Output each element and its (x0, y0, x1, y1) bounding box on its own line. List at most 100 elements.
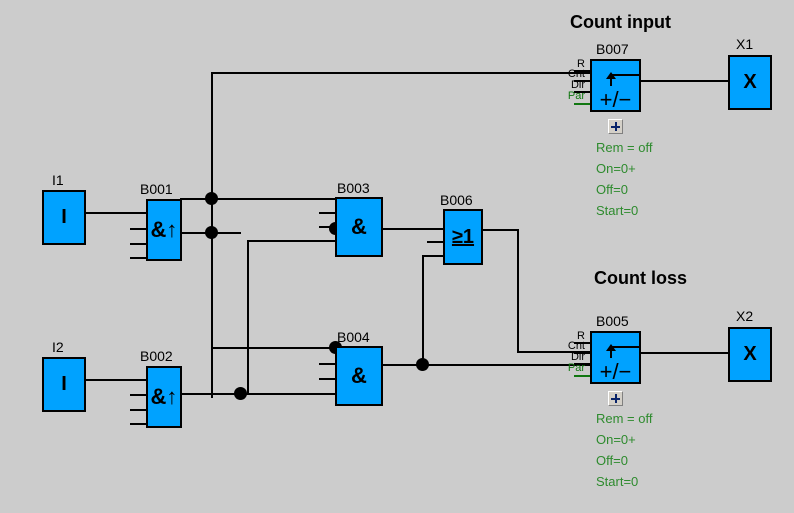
counter-step-line-icon-b007 (610, 74, 640, 76)
wire-b004-out-up-to-b006 (422, 255, 424, 365)
wire-b006-out-h1 (483, 229, 519, 231)
counter-label-b005: B005 (596, 313, 629, 329)
pin-b003-in3 (319, 226, 335, 228)
plus-icon-b005-v (615, 394, 617, 403)
counter-up-arrow-icon-b007 (606, 72, 616, 79)
counter-step-line-icon-b005 (610, 346, 640, 348)
gate-block-b002[interactable]: &↑ (146, 366, 182, 428)
param-b007-start: Start=0 (596, 203, 639, 218)
input-block-i1[interactable]: I (42, 190, 86, 245)
output-block-x2[interactable]: X (728, 327, 772, 382)
counter-glyph-group-b007: +/− (592, 61, 640, 112)
gate-label-b002: B002 (140, 348, 173, 364)
counter-label-b007: B007 (596, 41, 629, 57)
pin-b002-in2 (130, 394, 146, 396)
wire-b007-to-x1 (641, 80, 728, 82)
pin-b007-cnt (574, 80, 590, 82)
pin-label-b005-cnt: Cnt (567, 340, 585, 352)
pin-label-b005-par: Par (567, 362, 585, 374)
gate-block-b006[interactable]: ≥1 (443, 209, 483, 265)
pin-b006-in2 (427, 228, 443, 230)
counter-up-arrow-icon-b005 (606, 344, 616, 351)
pin-label-b005-r: R (577, 330, 585, 342)
section-title-count-input: Count input (570, 12, 671, 32)
pin-b005-r (574, 342, 590, 344)
pin-b005-dir (574, 363, 590, 365)
wire-bus-to-b003-in1 (211, 198, 335, 200)
junction-dot-b001-upper (205, 192, 218, 205)
pin-b002-in3 (130, 409, 146, 411)
wire-b001-out-lower (180, 232, 220, 234)
counter-plusminus-b007: +/− (599, 87, 632, 112)
wire-b006-out-v (517, 229, 519, 353)
counter-step-riser-icon-b005 (610, 346, 612, 358)
pin-b007-r (574, 70, 590, 72)
wire-b006-out-to-b005-cnt (517, 351, 590, 353)
junction-dot-b001-lower (205, 226, 218, 239)
gate-block-b001[interactable]: &↑ (146, 199, 182, 261)
gate-label-b001: B001 (140, 181, 173, 197)
pin-label-b007-r: R (577, 58, 585, 70)
gate-block-b003[interactable]: & (335, 197, 383, 257)
gate-glyph-b001: &↑ (150, 217, 178, 242)
output-block-x1[interactable]: X (728, 55, 772, 110)
pin-label-b007-par: Par (567, 90, 585, 102)
pin-b001-in1 (130, 212, 146, 214)
pin-b007-par (574, 103, 590, 105)
pin-b001-in3 (130, 243, 146, 245)
pin-b007-dir (574, 91, 590, 93)
expand-button-b005[interactable] (608, 391, 623, 406)
counter-plusminus-b005: +/− (599, 359, 632, 384)
pin-b001-in2 (130, 228, 146, 230)
param-b005-rem: Rem = off (596, 411, 653, 426)
output-label-x2: X2 (736, 308, 754, 324)
output-glyph-x1: X (743, 71, 757, 93)
input-label-i2: I2 (52, 339, 64, 355)
counter-step-riser-icon-b007 (610, 74, 612, 86)
pin-b003-in2 (319, 212, 335, 214)
input-glyph-i2: I (61, 373, 67, 395)
junction-dot-b002-out (234, 387, 247, 400)
pin-b005-par (574, 375, 590, 377)
gate-block-b004[interactable]: & (335, 346, 383, 406)
wire-bus-to-b004-in1 (211, 347, 335, 349)
input-block-i2[interactable]: I (42, 357, 86, 412)
wire-b001-out-upper (180, 198, 220, 200)
param-b005-off: Off=0 (596, 453, 628, 468)
gate-glyph-b003: & (351, 214, 367, 239)
output-glyph-x2: X (743, 343, 757, 365)
param-b007-on: On=0+ (596, 161, 636, 176)
wire-b004-out-to-b005-dir (383, 364, 593, 366)
pin-b004-in3 (319, 378, 335, 380)
wire-b002-out-to-b004-in4 (180, 393, 340, 395)
counter-glyph-group-b005: +/− (592, 333, 640, 384)
gate-label-b003: B003 (337, 180, 370, 196)
param-b007-rem: Rem = off (596, 140, 653, 155)
expand-button-b007[interactable] (608, 119, 623, 134)
wire-b005-to-x2 (641, 352, 728, 354)
wire-vertical-bus-secondary (247, 240, 249, 393)
junction-dot-b004-out (416, 358, 429, 371)
pin-label-b007-cnt: Cnt (567, 68, 585, 80)
output-label-x1: X1 (736, 36, 754, 52)
input-glyph-i1: I (61, 206, 67, 228)
wire-secondary-to-b003-in4 (247, 240, 335, 242)
gate-glyph-b006: ≥1 (451, 225, 475, 248)
plus-icon-b007-v (615, 122, 617, 131)
wire-to-b006-in4 (422, 255, 443, 257)
wire-b003-to-b006-in1 (383, 228, 443, 230)
wire-bus-to-b007-cnt (211, 72, 590, 74)
wire-i1-to-b001 (86, 212, 146, 214)
counter-block-b007[interactable]: +/− (590, 59, 641, 112)
pin-b002-in4 (130, 423, 146, 425)
counter-block-b005[interactable]: +/− (590, 331, 641, 384)
gate-label-b006: B006 (440, 192, 473, 208)
wire-bus-b001-lower-stub (211, 232, 241, 234)
param-b005-on: On=0+ (596, 432, 636, 447)
pin-b006-in3 (427, 241, 443, 243)
gate-label-b004: B004 (337, 329, 370, 345)
param-b005-start: Start=0 (596, 474, 639, 489)
pin-b004-in2 (319, 363, 335, 365)
pin-b002-in1 (130, 379, 146, 381)
